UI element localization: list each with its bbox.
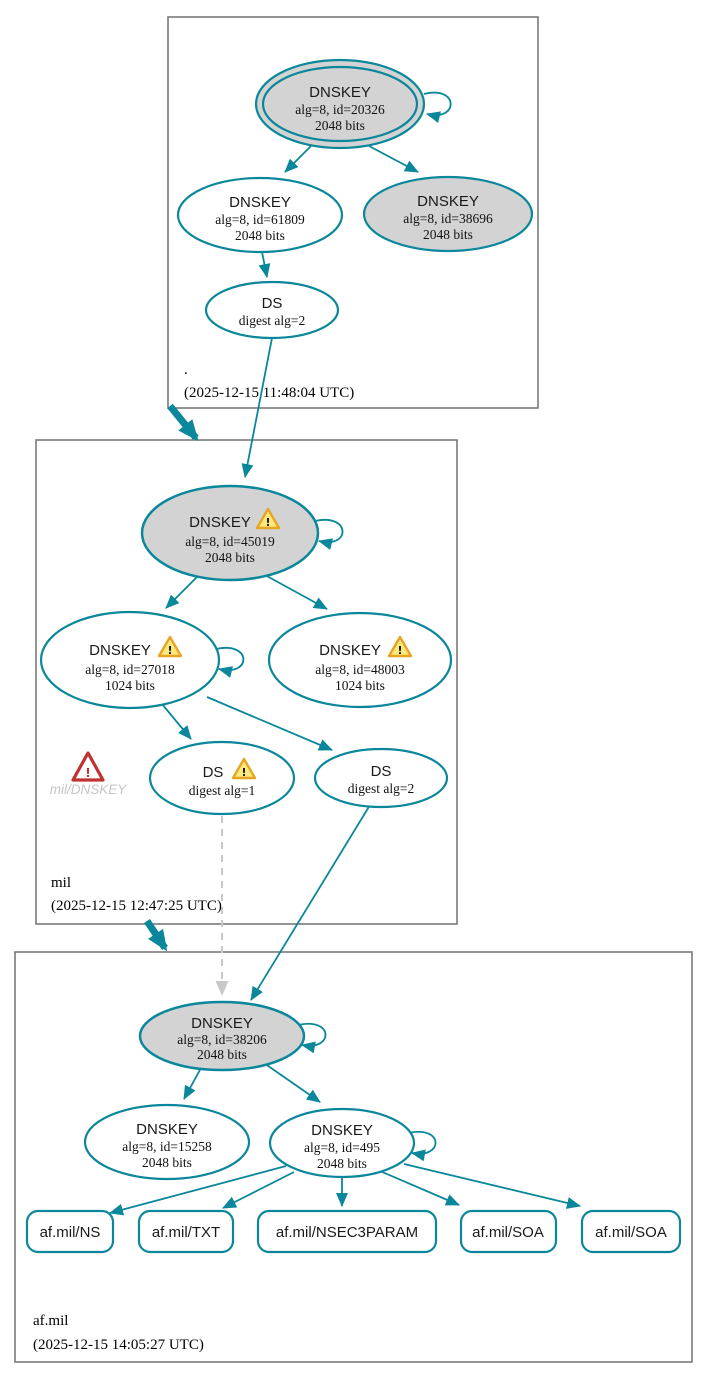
edge-root-ds-to-mil-ksk [241,337,273,478]
edge-afmil-zsk2-to-ns [109,1165,287,1216]
mil-zone-timestamp: (2025-12-15 12:47:25 UTC) [51,898,222,914]
afmil-ksk-detail: alg=8, id=38206 [177,1032,267,1047]
root-zone-name: . [184,362,188,378]
edge-mil-zsk1-to-ds1 [161,703,192,740]
edge-afmil-zsk2-to-soa1 [379,1170,460,1206]
root-zsk1-detail: alg=8, id=61809 [215,212,305,227]
root-ksk-node[interactable]: DNSKEY alg=8, id=20326 2048 bits [254,58,426,150]
mil-zone-name: mil [51,875,71,891]
root-zsk1-node[interactable]: DNSKEY alg=8, id=61809 2048 bits [176,176,344,254]
root-ksk-size: 2048 bits [315,118,365,133]
edge-delegation-mil-to-afmil [144,919,168,952]
root-zsk2-detail: alg=8, id=38696 [403,211,493,226]
rrset-soa2-node[interactable]: af.mil/SOA [580,1209,682,1254]
mil-zsk1-size: 1024 bits [105,678,155,693]
rrset-ns-node[interactable]: af.mil/NS [25,1209,115,1254]
mil-ds2-detail: digest alg=2 [348,781,414,796]
svg-text:!: ! [241,766,246,779]
root-ds-title: DS [262,295,283,312]
mil-zsk2-size: 1024 bits [335,678,385,693]
afmil-zsk2-detail: alg=8, id=495 [304,1140,380,1155]
svg-text:!: ! [397,644,402,657]
svg-text:!: ! [85,766,90,780]
mil-ksk-detail: alg=8, id=45019 [185,534,275,549]
edge-mil-ksk-to-zsk1 [165,576,198,609]
warning-icon: ! [255,507,281,530]
edge-mil-ksk-to-zsk2 [264,574,328,610]
edge-root-ksk-to-zsk1 [284,145,312,173]
mil-ksk-node[interactable]: DNSKEY ! alg=8, id=45019 2048 bits [140,484,320,582]
mil-zsk2-node[interactable]: DNSKEY ! alg=8, id=48003 1024 bits [267,611,453,709]
edge-root-zsk-to-ds [258,251,271,278]
edge-afmil-ksk-to-zsk1 [183,1067,202,1100]
root-zone-timestamp: (2025-12-15 11:48:04 UTC) [184,385,354,401]
mil-dnskey-error[interactable]: ! mil/DNSKEY [50,751,128,797]
root-ds-node[interactable]: DS digest alg=2 [204,280,340,340]
svg-text:!: ! [265,516,270,529]
rrset-nsec3param-node[interactable]: af.mil/NSEC3PARAM [256,1209,438,1254]
mil-zsk1-title: DNSKEY [89,642,151,659]
rrset-txt-node[interactable]: af.mil/TXT [137,1209,235,1254]
edge-mil-ksk-selfloop [314,518,344,550]
edge-afmil-zsk2-selfloop [407,1130,437,1162]
rrset-nsec3param-label: af.mil/NSEC3PARAM [276,1224,418,1241]
edge-mil-zsk1-selfloop [215,646,245,678]
zone-box-af-mil [14,951,693,1363]
root-ds-detail: digest alg=2 [239,313,305,328]
afmil-zsk2-size: 2048 bits [317,1156,367,1171]
warning-icon: ! [157,635,183,658]
afmil-zsk1-detail: alg=8, id=15258 [122,1139,212,1154]
mil-ds2-title: DS [371,763,392,780]
rrset-soa1-node[interactable]: af.mil/SOA [459,1209,558,1254]
edge-mil-zsk1-to-ds2 [206,696,333,751]
root-ksk-detail: alg=8, id=20326 [295,102,385,117]
root-ksk-title: DNSKEY [309,84,371,101]
afmil-zsk1-size: 2048 bits [142,1155,192,1170]
mil-zsk1-detail: alg=8, id=27018 [85,662,175,677]
edge-afmil-ksk-selfloop [297,1022,327,1054]
edge-delegation-root-to-mil [167,403,199,442]
mil-zsk2-detail: alg=8, id=48003 [315,662,405,677]
svg-text:!: ! [167,644,172,657]
root-zsk1-size: 2048 bits [235,228,285,243]
rrset-soa2-label: af.mil/SOA [595,1224,667,1241]
mil-ds2-node[interactable]: DS digest alg=2 [313,747,449,809]
mil-ds1-node[interactable]: DS ! digest alg=1 [148,740,296,816]
edge-afmil-zsk2-to-txt [222,1171,295,1209]
rrset-ns-label: af.mil/NS [40,1224,101,1241]
rrset-soa1-label: af.mil/SOA [472,1224,544,1241]
afmil-ksk-title: DNSKEY [191,1015,253,1032]
edge-root-ksk-selfloop [423,91,452,123]
zone-box-root [167,16,539,409]
root-zsk2-node[interactable]: DNSKEY alg=8, id=38696 2048 bits [362,175,534,253]
root-zsk1-title: DNSKEY [229,194,291,211]
edge-mil-ds2-to-afmil-ksk [250,804,371,1001]
afmil-zsk2-title: DNSKEY [311,1122,373,1139]
edge-root-ksk-to-zsk2 [368,145,419,173]
afmil-zsk1-node[interactable]: DNSKEY alg=8, id=15258 2048 bits [83,1103,251,1181]
mil-ksk-title: DNSKEY [189,514,251,531]
warning-icon: ! [231,757,257,780]
root-zsk2-size: 2048 bits [423,227,473,242]
root-zsk2-title: DNSKEY [417,193,479,210]
rrset-txt-label: af.mil/TXT [152,1224,220,1241]
mil-ds1-title: DS [203,764,224,781]
edge-afmil-ksk-to-zsk2 [260,1060,321,1103]
afmil-zone-name: af.mil [33,1313,68,1329]
mil-ksk-size: 2048 bits [205,550,255,565]
mil-zsk2-title: DNSKEY [319,642,381,659]
afmil-zone-timestamp: (2025-12-15 14:05:27 UTC) [33,1337,204,1353]
warning-icon: ! [387,635,413,658]
afmil-zsk1-title: DNSKEY [136,1121,198,1138]
mil-ds1-detail: digest alg=1 [189,783,255,798]
afmil-ksk-node[interactable]: DNSKEY alg=8, id=38206 2048 bits [138,1000,306,1072]
afmil-ksk-size: 2048 bits [197,1047,247,1062]
zone-box-mil [35,439,458,925]
mil-dnskey-error-label: mil/DNSKEY [50,782,128,797]
afmil-zsk2-node[interactable]: DNSKEY alg=8, id=495 2048 bits [268,1107,416,1179]
mil-zsk1-node[interactable]: DNSKEY ! alg=8, id=27018 1024 bits [39,610,221,710]
error-icon: ! [71,751,105,782]
edge-afmil-zsk2-to-soa2 [403,1163,581,1209]
